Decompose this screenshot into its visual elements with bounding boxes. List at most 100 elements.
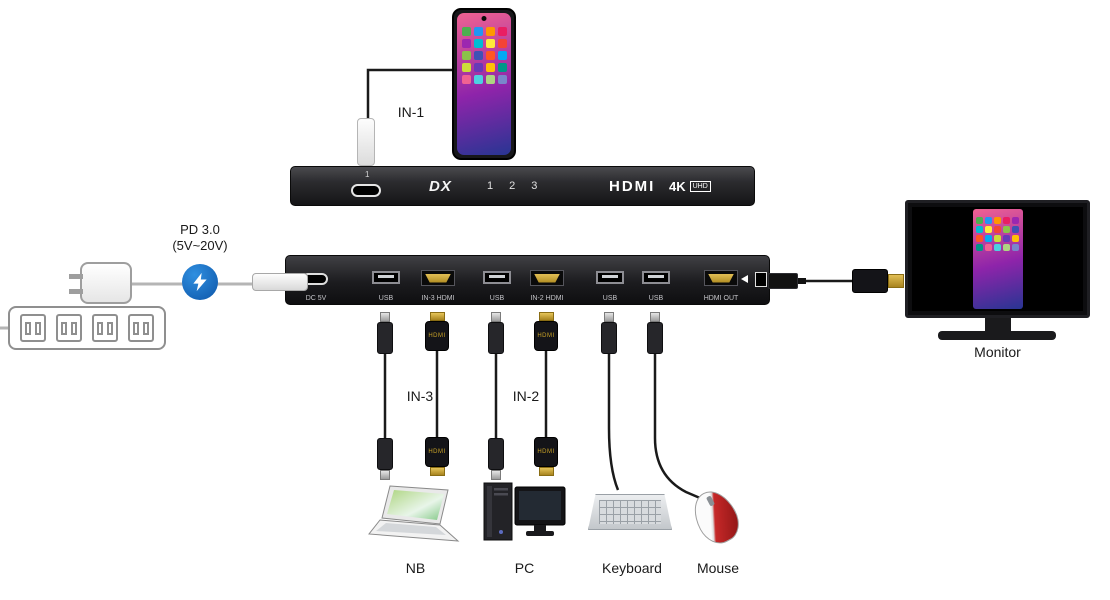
output-connector (768, 273, 798, 289)
hdmi-logo: HDMI (609, 177, 656, 195)
usb-plug-down (488, 438, 504, 480)
usb-c-connector-body (357, 118, 375, 166)
port-label-hdmi-out: HDMI OUT (703, 295, 739, 302)
mirrored-phone-screen (972, 209, 1023, 309)
mouse-body (685, 483, 747, 551)
switch-front-panel: 1 DX 1 2 3 HDMI 4K UHD (290, 166, 755, 206)
usb-port-3 (596, 271, 624, 284)
power-strip (8, 306, 166, 350)
outlet (92, 314, 118, 342)
pd-lightning-badge (182, 264, 218, 300)
channel-1: 1 (487, 180, 494, 192)
monitor-stand-base (938, 331, 1056, 340)
port-label-usb2: USB (489, 295, 505, 302)
hdmi-plug-text: HDMI (428, 333, 446, 339)
usb-plug-up (377, 312, 393, 354)
usb-tip (491, 470, 501, 480)
hdmi-tip (429, 312, 445, 321)
hdmi-tip (429, 467, 445, 476)
hdmi-plug-up: HDMI (425, 312, 449, 351)
port-label-usb1: USB (378, 295, 394, 302)
hdmi-tip (538, 467, 554, 476)
label-pc: PC (514, 560, 535, 576)
mouse (685, 483, 747, 551)
usb-body (488, 438, 504, 470)
laptop (368, 485, 460, 542)
usb-body (488, 322, 504, 354)
hdmi-plug-down: HDMI (534, 437, 558, 476)
usb-tip (491, 312, 501, 322)
front-usb-c-port (351, 184, 381, 197)
adapter-prong (69, 274, 83, 279)
hdmi-port-out (704, 270, 738, 286)
outlet (128, 314, 154, 342)
pd-label-line2: (5V~20V) (172, 238, 228, 253)
hdmi-port-in2 (530, 270, 564, 286)
port-label-usb4: USB (648, 295, 664, 302)
hdmi-plug-text: HDMI (537, 449, 555, 455)
usb-tip (380, 470, 390, 480)
brand-logo: DX (429, 177, 452, 195)
phone-app-grid (457, 13, 511, 84)
usb-body (377, 322, 393, 354)
outlet (56, 314, 82, 342)
mouse-cable (653, 352, 701, 500)
port-label-in2: IN-2 HDMI (530, 295, 564, 302)
pd-label-line1: PD 3.0 (180, 222, 220, 237)
usb-plug-up (488, 312, 504, 354)
phone-camera-dot (481, 16, 487, 21)
usb-tip (380, 312, 390, 322)
switch-rear-panel: DC 5V USB IN-3 HDMI USB IN-2 HDMI USB US… (285, 255, 770, 305)
monitor-screen (912, 207, 1083, 311)
power-adapter (69, 262, 132, 304)
label-nb: NB (405, 560, 426, 576)
desktop-pc (483, 482, 566, 541)
outlet (20, 314, 46, 342)
usb-tip (650, 312, 660, 322)
adapter-prong (69, 289, 83, 294)
usb-plug-up (601, 312, 617, 354)
monitor-app-grid (973, 209, 1023, 251)
hdmi-body: HDMI (534, 321, 558, 351)
hdmi-plug-text: HDMI (537, 333, 555, 339)
label-in-3: IN-3 (406, 388, 434, 404)
usb-tip (604, 312, 614, 322)
hdmi-plug-monitor-body (852, 269, 888, 293)
dc-power-plug (252, 273, 308, 291)
keyboard (588, 494, 672, 530)
uhd-badge: UHD (689, 180, 711, 192)
4k-text: 4K (669, 178, 686, 194)
usb-body (647, 322, 663, 354)
lightning-bolt-icon (193, 272, 207, 292)
channel-2: 2 (509, 180, 516, 192)
hdmi-plug-up: HDMI (534, 312, 558, 351)
usb-port-4 (642, 271, 670, 284)
output-arrow-icon (741, 275, 748, 283)
label-keyboard: Keyboard (602, 560, 662, 576)
hdmi-plug-monitor-tip (888, 274, 904, 288)
hdmi-plug-text: HDMI (428, 449, 446, 455)
hdmi-body: HDMI (425, 437, 449, 467)
port-label-dc: DC 5V (305, 295, 327, 302)
output-port (755, 272, 767, 287)
monitor (905, 200, 1090, 318)
label-in-1: IN-1 (397, 104, 425, 120)
usb-port-2 (483, 271, 511, 284)
front-port-number: 1 (365, 170, 370, 179)
label-mouse: Mouse (696, 560, 740, 576)
label-monitor: Monitor (974, 344, 1021, 360)
hdmi-plug-down: HDMI (425, 437, 449, 476)
phone-screen (457, 13, 511, 155)
pd-label: PD 3.0 (5V~20V) (150, 222, 250, 254)
usb-body (377, 438, 393, 470)
monitor-stand-neck (985, 318, 1011, 332)
keyboard-cable (607, 352, 620, 491)
4k-badge: 4K UHD (669, 167, 711, 205)
smartphone (452, 8, 516, 160)
usb-plug-down (377, 438, 393, 480)
usb-body (601, 322, 617, 354)
port-label-usb3: USB (602, 295, 618, 302)
hdmi-tip (538, 312, 554, 321)
hdmi-body: HDMI (425, 321, 449, 351)
